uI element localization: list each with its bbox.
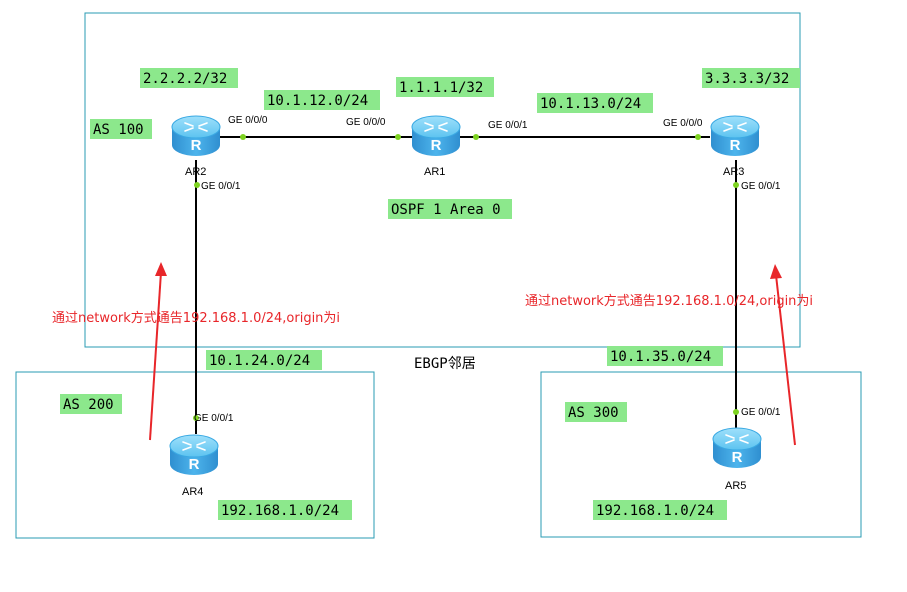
as300-box [540, 371, 862, 538]
tag-as200: AS 200 [60, 394, 122, 414]
port-dot [194, 182, 200, 188]
router-icon-ar3[interactable] [710, 115, 760, 157]
port-label-ar1-g001: GE 0/0/1 [488, 120, 528, 131]
port-label-ar1-g000: GE 0/0/0 [346, 117, 386, 128]
tag-ar1-loopback: 1.1.1.1/32 [396, 77, 494, 97]
svg-text:2.2.2.2/32: 2.2.2.2/32 [143, 71, 227, 87]
port-dot [240, 134, 246, 140]
port-dot [395, 134, 401, 140]
tag-ar5-lan: 192.168.1.0/24 [593, 500, 727, 520]
ebgp-label: EBGP邻居 [414, 356, 476, 372]
port-dot [473, 134, 479, 140]
svg-text:AS 100: AS 100 [93, 122, 144, 138]
tag-ar2-loopback: 2.2.2.2/32 [140, 68, 238, 88]
router-name-ar5: AR5 [725, 480, 746, 492]
port-label-ar2-g000: GE 0/0/0 [228, 115, 268, 126]
tag-ar4-lan: 192.168.1.0/24 [218, 500, 352, 520]
port-label-ar5-g001: GE 0/0/1 [741, 407, 781, 418]
svg-text:10.1.24.0/24: 10.1.24.0/24 [209, 353, 310, 369]
router-icon-ar2[interactable] [171, 115, 221, 157]
port-label-ar3-g001: GE 0/0/1 [741, 181, 781, 192]
port-dot [733, 409, 739, 415]
as100-box [84, 12, 801, 348]
svg-text:10.1.35.0/24: 10.1.35.0/24 [610, 349, 711, 365]
tag-subnet-24: 10.1.24.0/24 [206, 350, 322, 370]
port-dots [193, 134, 739, 421]
annotation-right: 通过network方式通告192.168.1.0/24,origin为i [525, 293, 813, 309]
router-icon-ar4[interactable] [169, 434, 219, 476]
annotation-left: 通过network方式通告192.168.1.0/24,origin为i [52, 310, 340, 326]
tag-subnet-12: 10.1.12.0/24 [264, 90, 380, 110]
links [195, 136, 737, 434]
port-label-ar3-g000: GE 0/0/0 [663, 118, 703, 129]
tag-subnet-35: 10.1.35.0/24 [607, 346, 723, 366]
tag-ar3-loopback: 3.3.3.3/32 [702, 68, 800, 88]
router-icon-ar1[interactable] [411, 115, 461, 157]
advertise-arrow-right [770, 264, 796, 446]
svg-text:10.1.12.0/24: 10.1.12.0/24 [267, 93, 368, 109]
router-name-ar2: AR2 [185, 166, 206, 178]
port-dot [193, 415, 199, 421]
tag-as300: AS 300 [565, 402, 627, 422]
tag-subnet-13: 10.1.13.0/24 [537, 93, 653, 113]
tag-ospf-area: OSPF 1 Area 0 [388, 199, 512, 219]
port-dot [733, 182, 739, 188]
port-label-ar2-g001: GE 0/0/1 [201, 181, 241, 192]
svg-text:OSPF 1 Area 0: OSPF 1 Area 0 [391, 202, 501, 218]
router-name-ar1: AR1 [424, 166, 445, 178]
svg-text:192.168.1.0/24: 192.168.1.0/24 [221, 503, 339, 519]
svg-text:1.1.1.1/32: 1.1.1.1/32 [399, 80, 483, 96]
port-label-ar4-g001: GE 0/0/1 [194, 413, 234, 424]
router-name-ar4: AR4 [182, 486, 203, 498]
svg-text:3.3.3.3/32: 3.3.3.3/32 [705, 71, 789, 87]
svg-text:AS 300: AS 300 [568, 405, 619, 421]
svg-text:10.1.13.0/24: 10.1.13.0/24 [540, 96, 641, 112]
tag-as100: AS 100 [90, 119, 152, 139]
svg-text:192.168.1.0/24: 192.168.1.0/24 [596, 503, 714, 519]
router-icon-ar5[interactable] [712, 427, 762, 469]
port-dot [695, 134, 701, 140]
router-name-ar3: AR3 [723, 166, 744, 178]
svg-text:AS 200: AS 200 [63, 397, 114, 413]
advertise-arrow-left [149, 262, 167, 441]
